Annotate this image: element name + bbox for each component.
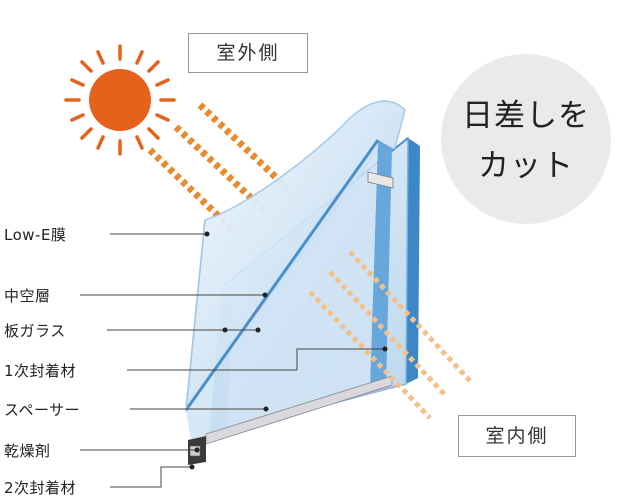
- label-spacer: スペーサー: [4, 401, 81, 419]
- label-primary-sealant: 1次封着材: [4, 362, 77, 380]
- label-glass-sheet: 板ガラス: [4, 322, 66, 340]
- sun-icon: [64, 44, 176, 156]
- label-secondary-sealant: 2次封着材: [4, 479, 77, 497]
- outside-label: 室外側: [188, 33, 308, 73]
- badge-line-1: 日差しを: [462, 98, 590, 134]
- label-low-e-film: Low-E膜: [4, 226, 67, 244]
- leader-dots: [189, 231, 388, 470]
- label-desiccant: 乾燥剤: [4, 442, 51, 460]
- reduced-heat-rays: [308, 250, 474, 420]
- badge-line-2: カット: [478, 148, 574, 184]
- label-air-gap: 中空層: [4, 287, 51, 305]
- leader-lines: [80, 233, 385, 488]
- sun-cut-badge: 日差しを カット: [441, 54, 611, 224]
- inside-label: 室内側: [458, 415, 576, 457]
